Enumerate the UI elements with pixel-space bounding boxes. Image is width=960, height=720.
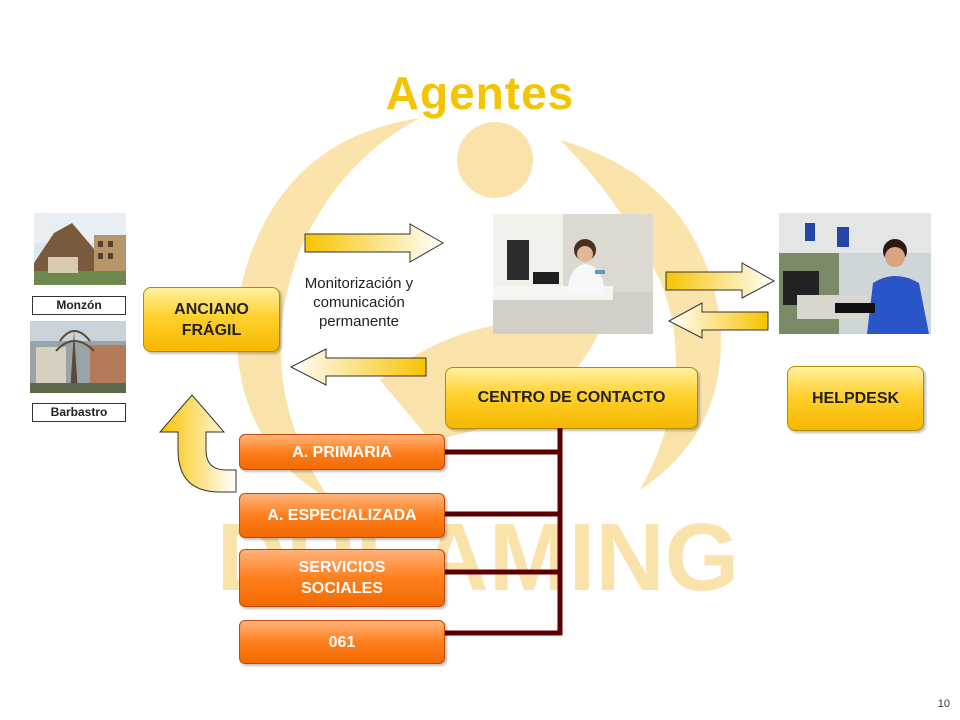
helpdesk-box: HELPDESK — [787, 366, 924, 431]
contact-center-photo — [493, 214, 653, 334]
agent-label-servicios-sociales: SERVICIOS SOCIALES — [298, 559, 386, 597]
page-title: Agentes — [385, 67, 575, 119]
location-label-barbastro: Barbastro — [32, 403, 126, 422]
anciano-fragil-box: ANCIANO FRÁGIL — [143, 287, 280, 352]
centro-contacto-box: CENTRO DE CONTACTO — [445, 367, 698, 429]
centro-contacto-label: CENTRO DE CONTACTO — [477, 389, 666, 406]
helpdesk-label: HELPDESK — [811, 389, 900, 407]
agent-label-especializada: A. ESPECIALIZADA — [267, 507, 417, 524]
agent-box-primaria: A. PRIMARIA — [239, 434, 445, 470]
agent-label-061: 061 — [328, 633, 356, 651]
agent-label-primaria: A. PRIMARIA — [292, 443, 392, 461]
arrow-right-helpdesk — [665, 262, 776, 299]
barbastro-photo — [30, 321, 126, 393]
arrow-left-helpdesk — [667, 302, 769, 339]
arrow-right-top — [304, 223, 445, 263]
agent-box-especializada: A. ESPECIALIZADA — [239, 493, 445, 538]
connector-lines — [440, 428, 563, 636]
location-label-monzon: Monzón — [32, 296, 126, 315]
page-number: 10 — [937, 698, 950, 710]
agent-box-servicios-sociales: SERVICIOS SOCIALES — [239, 549, 445, 607]
agent-box-061: 061 — [239, 620, 445, 664]
monzon-photo — [34, 213, 126, 285]
anciano-fragil-label: ANCIANO FRÁGIL — [174, 300, 249, 339]
helpdesk-photo — [779, 213, 931, 334]
curved-arrow-up — [158, 394, 237, 493]
arrow-left-bottom — [289, 348, 427, 386]
monitoring-text: Monitorización y comunicación permanente — [304, 275, 414, 330]
